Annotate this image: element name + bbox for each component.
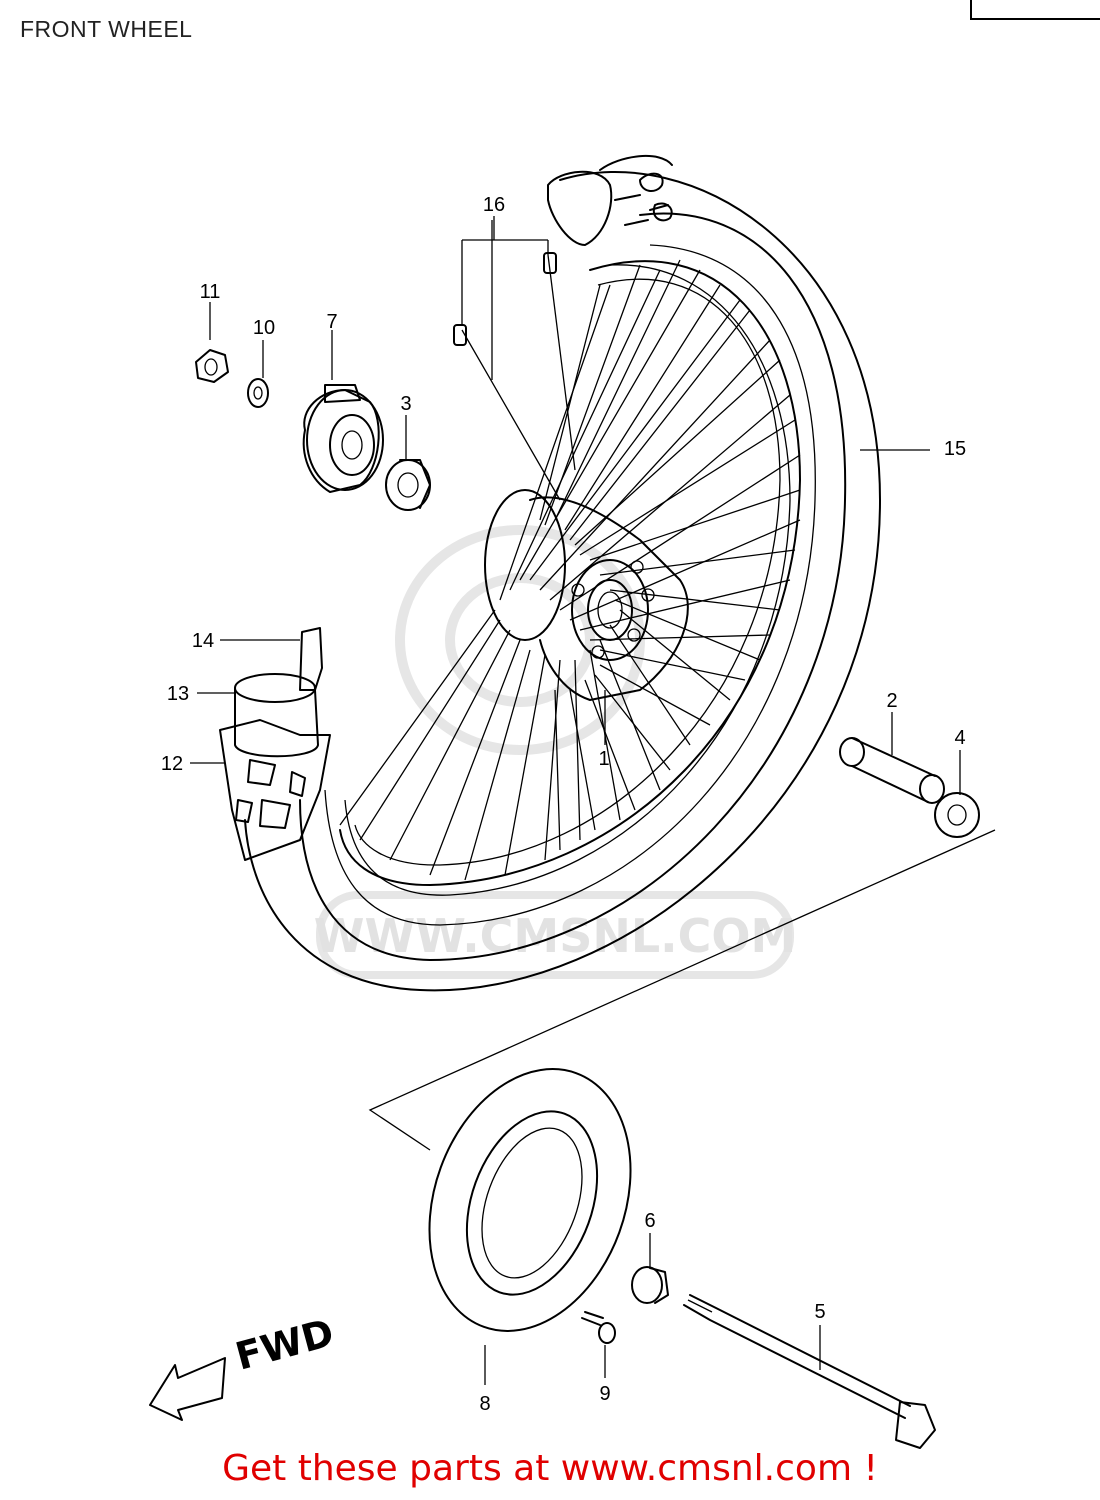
callout-15: 15 <box>944 438 966 460</box>
callout-11: 11 <box>200 281 221 303</box>
wheel-spokes <box>339 259 801 881</box>
callout-9: 9 <box>599 1383 610 1405</box>
watermark: WWW.CMSNL.COM <box>314 525 796 979</box>
part-10-washer <box>247 378 269 408</box>
callout-8: 8 <box>479 1393 490 1415</box>
part-16-spoke <box>453 216 576 501</box>
callout-7: 7 <box>326 311 337 333</box>
assembly-guides <box>368 829 996 1151</box>
part-4-bearing <box>934 792 980 838</box>
wheel-rim <box>339 260 801 886</box>
part-11-nut <box>195 349 229 383</box>
callout-12: 12 <box>161 753 183 775</box>
part-2-spacer <box>839 737 945 804</box>
part-5-axle <box>683 1294 936 1449</box>
get-parts-link[interactable]: Get these parts at www.cmsnl.com ! <box>222 1448 878 1489</box>
part-9-disc-bolt <box>581 1311 616 1344</box>
part-3-bearing <box>385 459 431 511</box>
callout-10: 10 <box>253 317 275 339</box>
part-8-brake-disc <box>428 1068 632 1332</box>
leader-lines <box>190 220 961 1385</box>
callout-13: 13 <box>167 683 189 705</box>
callout-3: 3 <box>400 393 411 415</box>
callout-4: 4 <box>954 727 965 749</box>
part-6-collar <box>631 1266 669 1304</box>
callout-14: 14 <box>192 630 214 652</box>
callout-1: 1 <box>598 748 609 770</box>
callout-6: 6 <box>644 1210 655 1232</box>
callout-labels: 1 2 3 4 5 6 7 8 9 10 11 12 13 14 15 16 <box>161 194 966 1415</box>
part-13-rim-band <box>234 673 319 758</box>
callout-16: 16 <box>483 194 505 216</box>
fwd-label: FWD <box>231 1310 338 1378</box>
page-frame-corner <box>970 0 1100 20</box>
front-tire <box>219 154 881 992</box>
page-title: FRONT WHEEL <box>20 16 193 42</box>
part-14-valve-cap <box>299 627 323 691</box>
forward-direction-arrow: FWD <box>149 1310 338 1421</box>
callout-2: 2 <box>886 690 897 712</box>
callout-5: 5 <box>814 1301 825 1323</box>
part-7-speedo-gearbox <box>302 384 384 493</box>
wheel-hub <box>484 489 689 701</box>
